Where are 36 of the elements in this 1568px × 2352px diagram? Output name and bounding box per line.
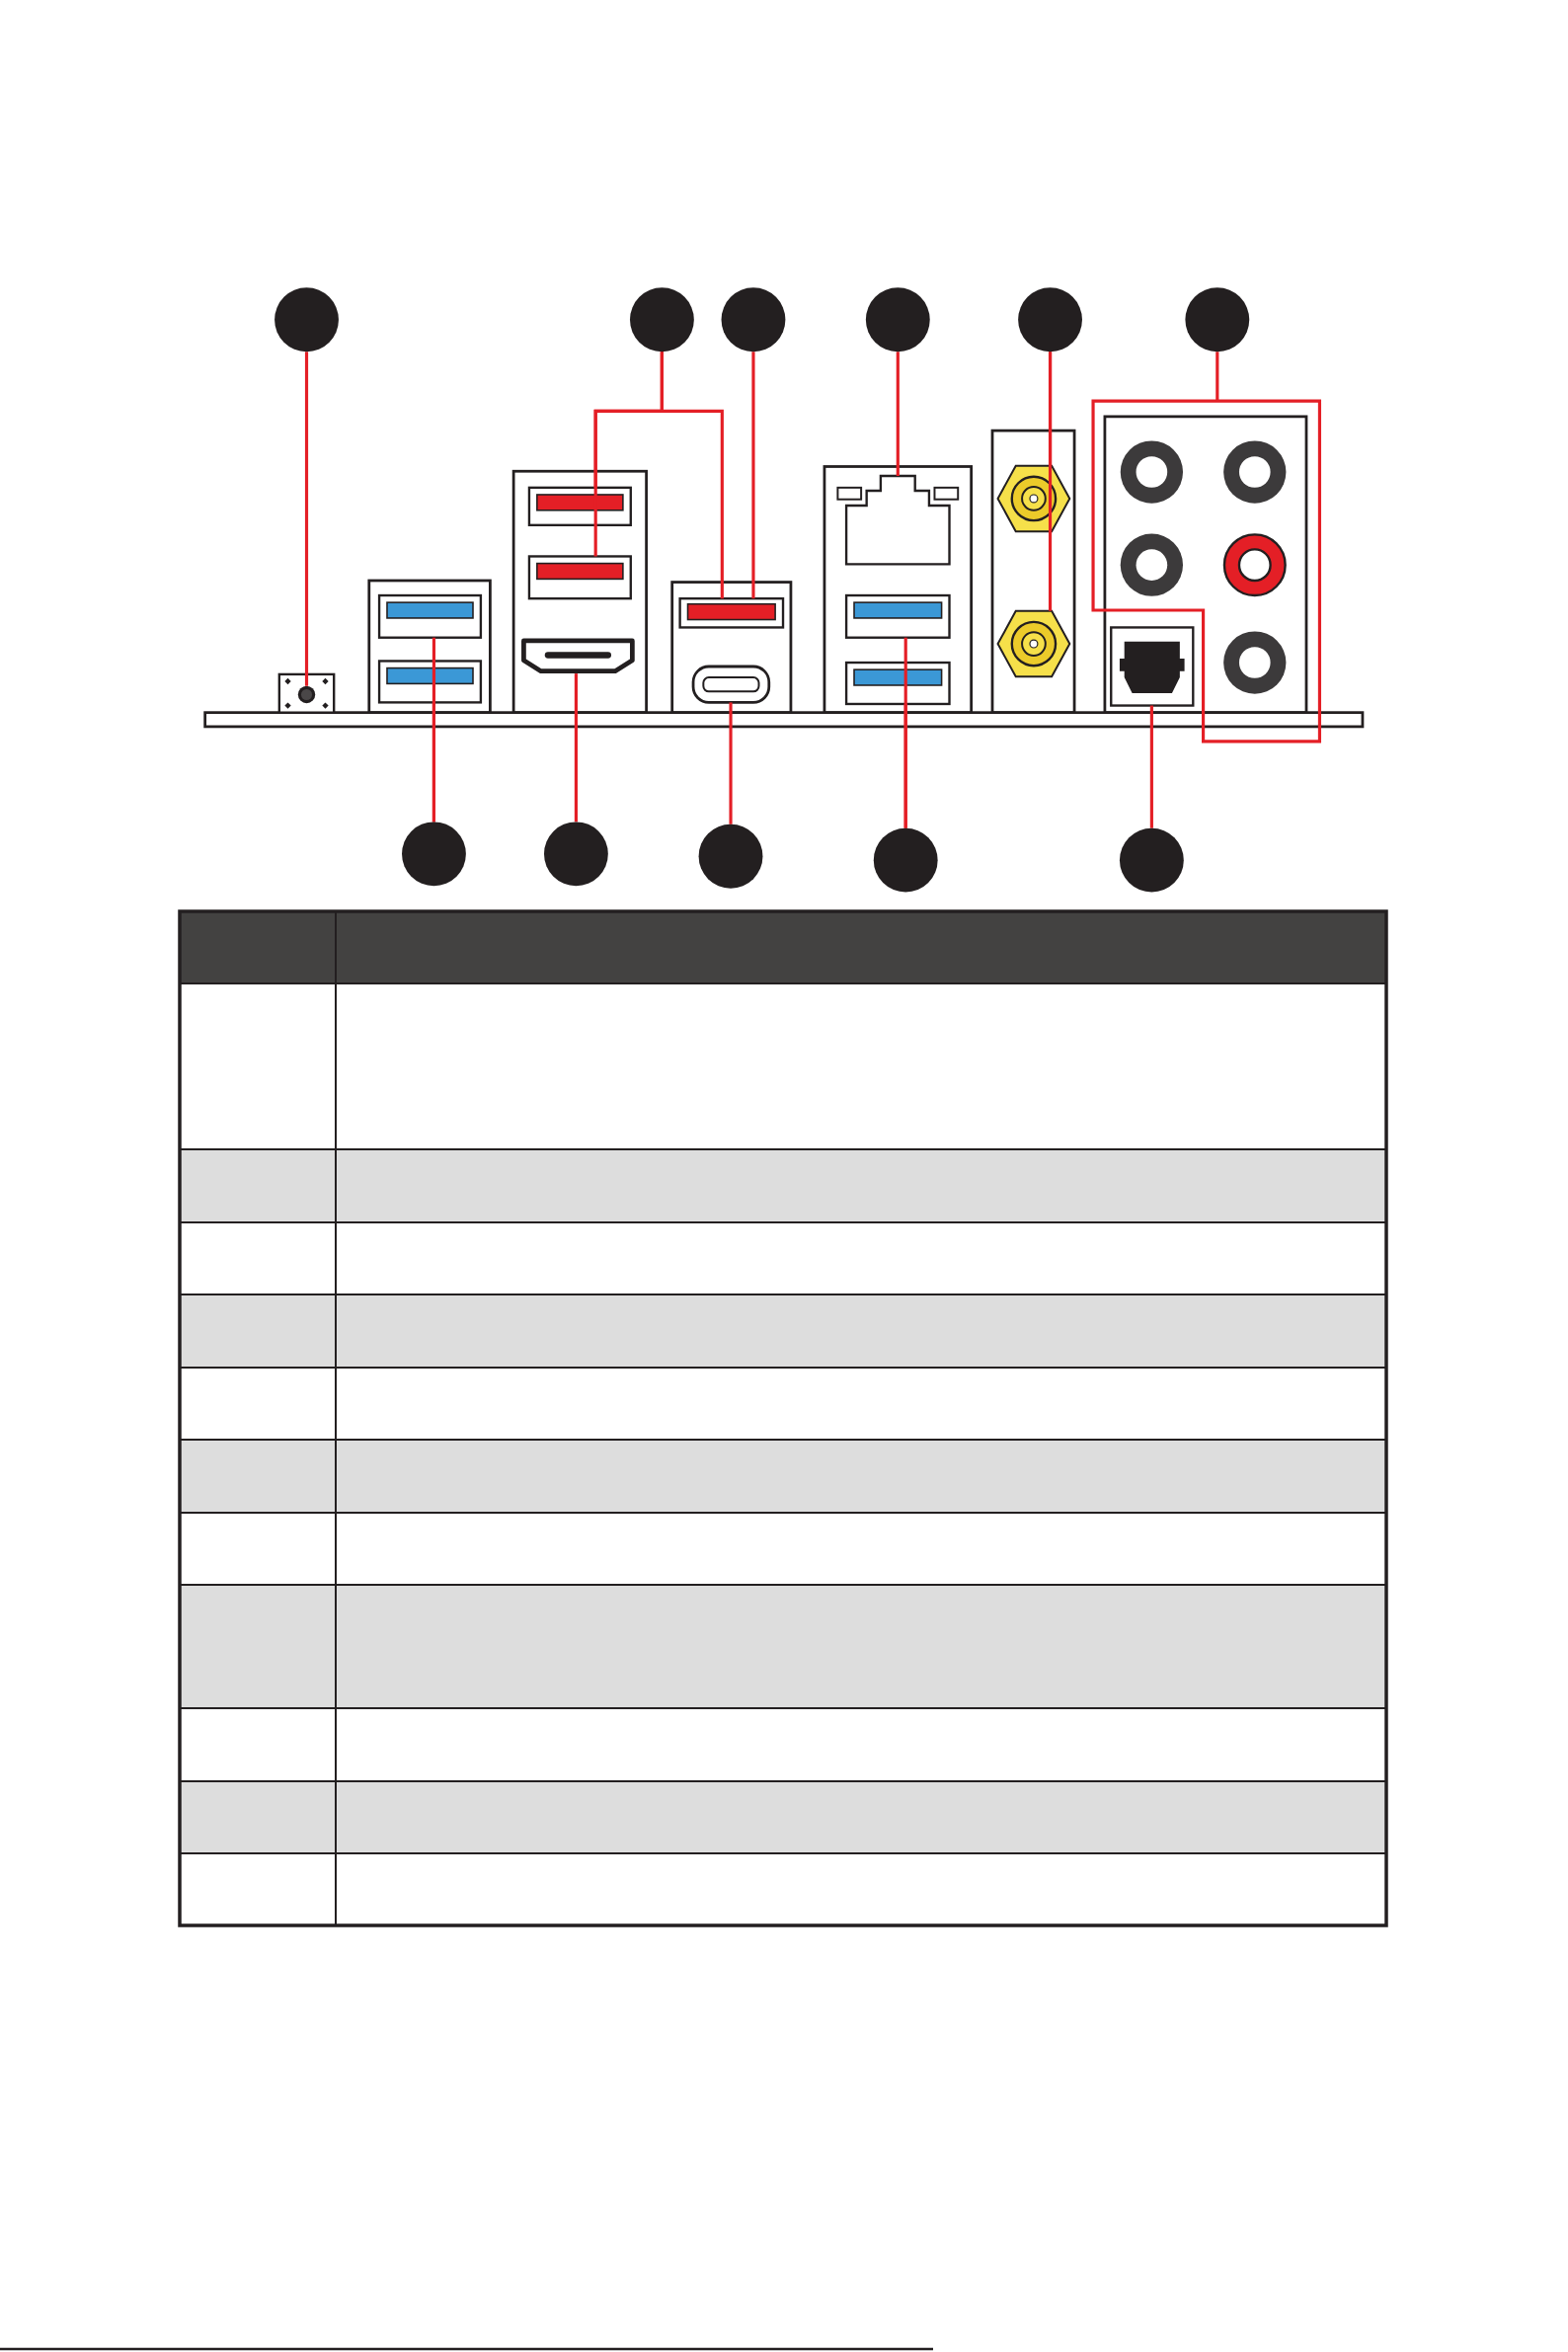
callout-marker xyxy=(544,822,608,887)
usb-c-port xyxy=(691,665,771,704)
callout-marker xyxy=(402,822,466,887)
callout-marker xyxy=(630,287,694,353)
callout-marker xyxy=(721,287,786,353)
callout-marker xyxy=(698,823,763,889)
clear-cmos-button xyxy=(297,685,316,704)
usb-port xyxy=(844,593,951,639)
usb-port xyxy=(844,661,951,706)
lan-port xyxy=(836,474,960,566)
usb-port xyxy=(377,660,483,704)
usb-port xyxy=(527,555,632,600)
leader-line xyxy=(729,702,733,824)
callout-marker xyxy=(1185,287,1250,353)
leader-line xyxy=(1215,352,1219,402)
leader-line xyxy=(431,702,436,823)
antenna-connector xyxy=(996,609,1071,678)
hdmi-port xyxy=(521,638,635,674)
leader-line xyxy=(896,352,900,476)
usb-port xyxy=(678,597,785,629)
leader-line xyxy=(1149,705,1153,828)
leader-line xyxy=(751,352,755,599)
usb-port xyxy=(527,486,632,526)
leader-line xyxy=(660,352,724,599)
leader-line xyxy=(304,352,309,686)
callout-marker xyxy=(1119,827,1184,893)
leader-line xyxy=(574,673,578,823)
optical-audio-port xyxy=(1110,626,1195,707)
leader-line xyxy=(1048,352,1053,611)
leader-line xyxy=(903,703,907,828)
callout-marker xyxy=(274,287,339,353)
callout-marker xyxy=(865,287,930,353)
antenna-connector xyxy=(996,464,1071,533)
usb-port xyxy=(377,593,483,639)
callout-marker xyxy=(1018,287,1082,353)
callout-marker xyxy=(873,827,938,893)
